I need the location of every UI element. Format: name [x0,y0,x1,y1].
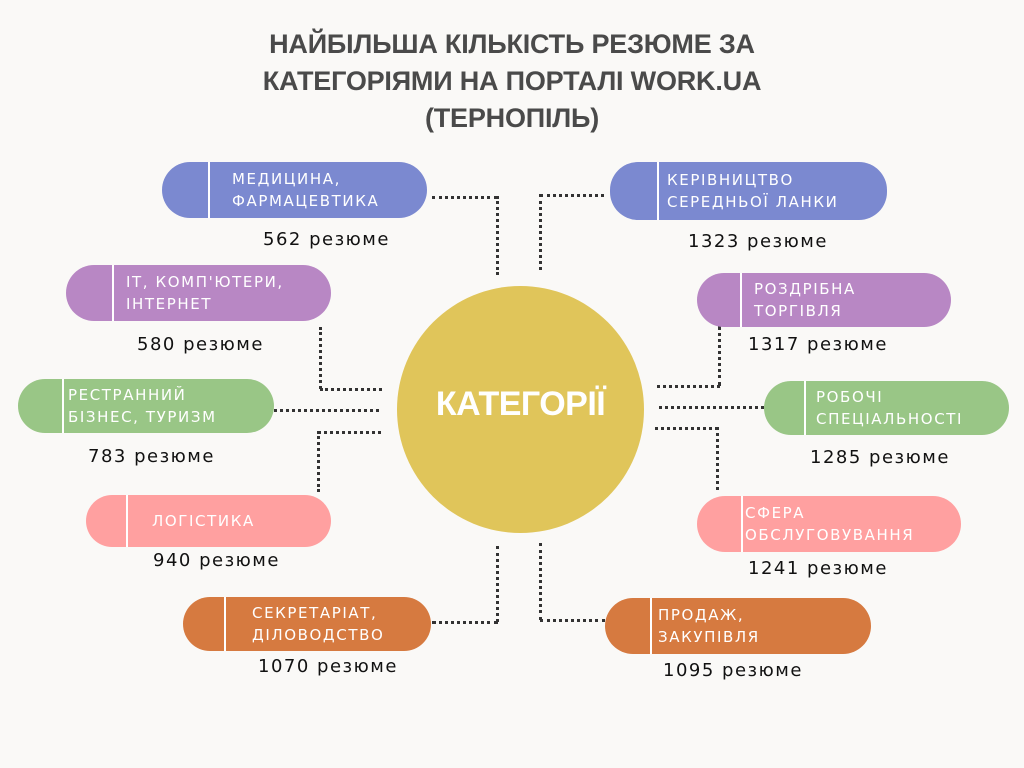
connector-service-h [655,427,718,430]
connector-retail-h [657,385,720,388]
category-medicine: МЕДИЦИНА, ФАРМАЦЕВТИКА [162,162,427,218]
connector-management-v [539,194,542,270]
category-label: ЛОГІСТИКА [128,495,331,547]
category-secretariat: СЕКРЕТАРІАТ, ДІЛОВОДСТВО [183,597,431,651]
category-count: 1095 резюме [663,660,803,681]
title-line-3: (ТЕРНОПІЛЬ) [424,103,600,133]
category-label: РЕСТРАННИЙ БІЗНЕС, ТУРИЗМ [64,379,274,433]
category-logistics: ЛОГІСТИКА [86,495,331,547]
category-count: 1323 резюме [688,231,828,252]
category-label: ПРОДАЖ, ЗАКУПІВЛЯ [652,598,871,654]
connector-medicine-v [496,196,499,275]
pill-cap [697,496,741,552]
pill-divider [224,597,226,651]
pill-cap [18,379,62,433]
category-count: 1317 резюме [748,334,888,355]
category-retail: РОЗДРІБНА ТОРГІВЛЯ [697,273,951,327]
category-count: 1285 резюме [810,447,950,468]
category-service: СФЕРА ОБСЛУГОВУВАННЯ [697,496,961,552]
category-restaurant: РЕСТРАННИЙ БІЗНЕС, ТУРИЗМ [18,379,274,433]
pill-cap [605,598,650,654]
pill-divider [804,381,806,435]
category-count: 580 резюме [137,334,264,355]
pill-divider [740,273,742,327]
pill-cap [66,265,112,321]
category-label: СФЕРА ОБСЛУГОВУВАННЯ [743,496,961,552]
category-count: 783 резюме [88,446,215,467]
pill-divider [112,265,114,321]
pill-divider [62,379,64,433]
category-label: РОЗДРІБНА ТОРГІВЛЯ [742,273,951,327]
pill-cap [610,162,657,220]
connector-secretariat-h [432,621,498,624]
connector-sales-v [539,543,542,620]
category-it: IT, КОМП'ЮТЕРИ, ІНТЕРНЕТ [66,265,331,321]
category-count: 562 резюме [263,229,390,250]
connector-logistics-h [318,431,381,434]
hub-circle: КАТЕГОРІЇ [397,286,644,533]
connector-secretariat-v [496,546,499,622]
category-label: РОБОЧІ СПЕЦІАЛЬНОСТІ [806,381,1009,435]
connector-logistics-v [317,431,320,492]
pill-divider [741,496,743,552]
category-label: КЕРІВНИЦТВО СЕРЕДНЬОЇ ЛАНКИ [659,162,887,220]
category-management: КЕРІВНИЦТВО СЕРЕДНЬОЇ ЛАНКИ [610,162,887,220]
connector-service-v [716,427,719,490]
category-sales: ПРОДАЖ, ЗАКУПІВЛЯ [605,598,871,654]
category-count: 940 резюме [153,550,280,571]
connector-working-h [659,406,764,409]
category-count: 1241 резюме [748,558,888,579]
title-line-1: НАЙБІЛЬША КІЛЬКІСТЬ РЕЗЮМЕ ЗА [269,29,755,59]
pill-divider [208,162,210,218]
pill-cap [86,495,126,547]
pill-cap [697,273,740,327]
connector-it-h [320,388,382,391]
category-label: IT, КОМП'ЮТЕРИ, ІНТЕРНЕТ [114,265,331,321]
hub-label: КАТЕГОРІЇ [435,385,606,423]
pill-divider [657,162,659,220]
connector-restaurant-h [274,409,379,412]
pill-divider [126,495,128,547]
page-title: НАЙБІЛЬША КІЛЬКІСТЬ РЕЗЮМЕ ЗА КАТЕГОРІЯМ… [0,26,1024,137]
pill-cap [183,597,224,651]
pill-divider [650,598,652,654]
connector-management-h [540,194,604,197]
pill-cap [764,381,804,435]
pill-cap [162,162,208,218]
connector-medicine-h [432,196,497,199]
connector-retail-v [718,326,721,386]
category-label: МЕДИЦИНА, ФАРМАЦЕВТИКА [210,162,427,218]
title-line-2: КАТЕГОРІЯМИ НА ПОРТАЛІ WORK.UA [262,66,762,96]
connector-it-v [319,327,322,389]
category-working: РОБОЧІ СПЕЦІАЛЬНОСТІ [764,381,1009,435]
connector-sales-h [540,619,605,622]
category-count: 1070 резюме [258,656,398,677]
category-label: СЕКРЕТАРІАТ, ДІЛОВОДСТВО [226,597,431,651]
